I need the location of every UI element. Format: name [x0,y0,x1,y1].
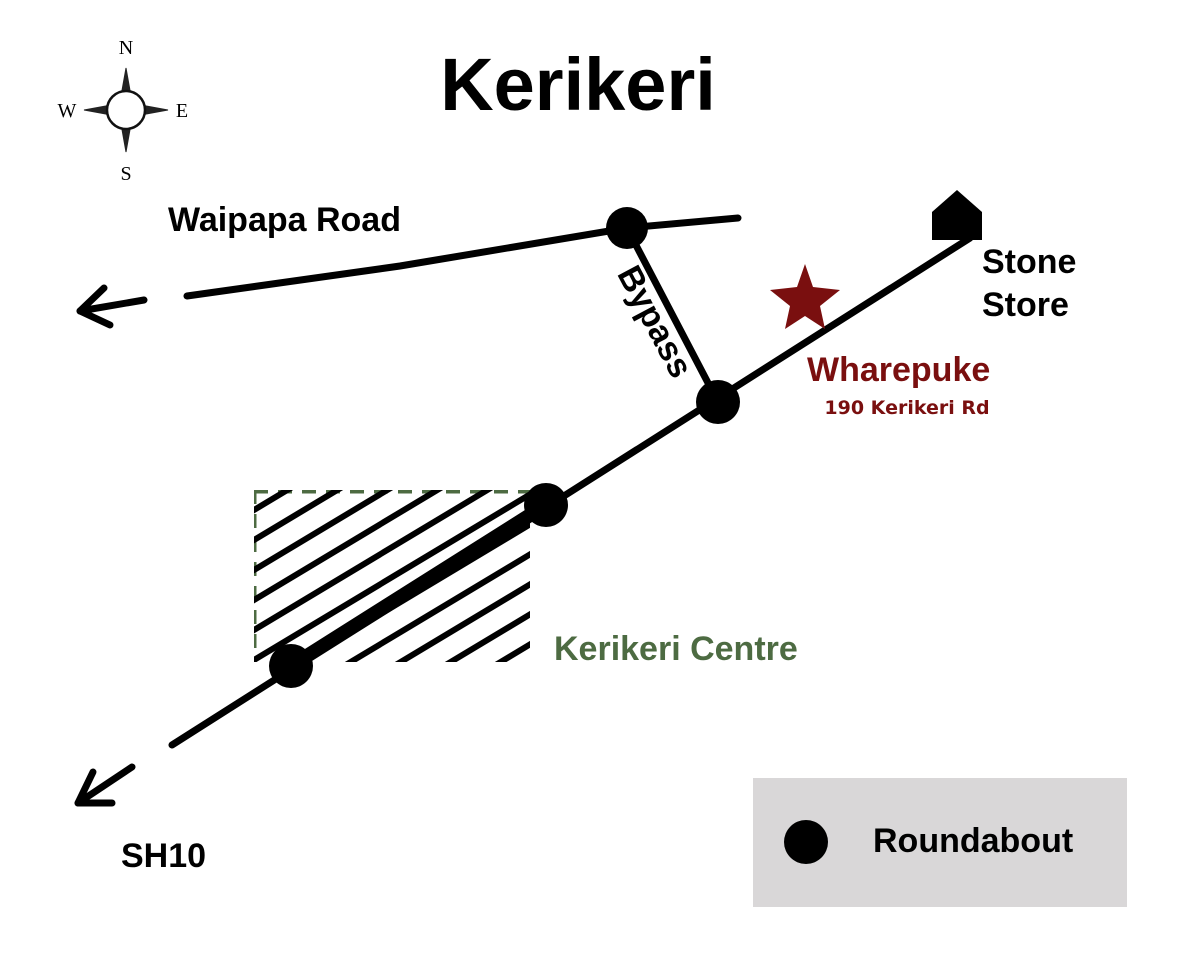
bypass-road [623,224,722,406]
sh10-label: SH10 [121,837,206,875]
legend: Roundabout [753,778,1127,907]
waipapa-road-label: Waipapa Road [168,201,401,239]
compass-rose-icon: N E S W [58,37,189,185]
legend-roundabout-label: Roundabout [873,822,1073,860]
roundabout-bypass [696,380,740,424]
stone-store-label-line1: Stone [982,243,1076,281]
compass-west-label: W [58,100,77,122]
arrow-icon-west [76,284,148,329]
waipapa-road [183,214,742,300]
wharepuke-address: 190 Kerikeri Rd [824,397,989,419]
arrow-icon-southwest [74,763,136,807]
centre-main-street [284,498,553,673]
map-title: Kerikeri [440,43,716,126]
house-icon [932,190,982,240]
kerikeri-centre-area [254,490,530,662]
kerikeri-centre-label: Kerikeri Centre [554,630,798,668]
roundabout-centre-south [269,644,313,688]
star-icon [770,264,840,329]
stone-store-label-line2: Store [982,286,1069,324]
compass-east-label: E [176,100,188,122]
compass-north-label: N [119,37,133,59]
wharepuke-label: Wharepuke [807,351,990,389]
roundabout-centre-north [524,483,568,527]
compass-south-label: S [120,163,131,185]
legend-roundabout-symbol [784,820,828,864]
roundabout-waipapa [606,207,648,249]
